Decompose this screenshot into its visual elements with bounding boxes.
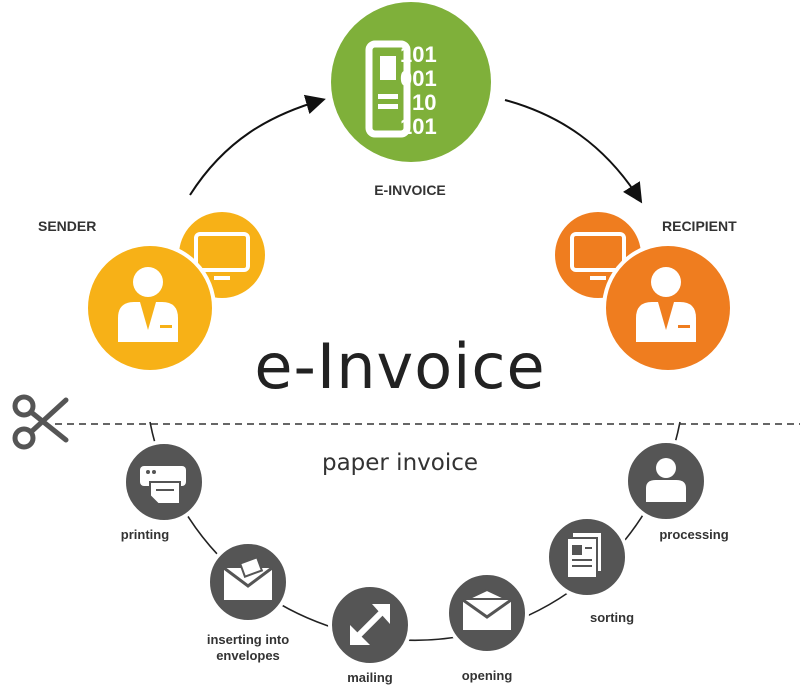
einvoice-document-icon: 101 001 10 101 <box>331 2 491 162</box>
arrow-einvoice-to-recipient <box>504 99 643 204</box>
paper-process-arc <box>149 421 681 641</box>
step-label-mailing: mailing <box>347 670 393 685</box>
printer-icon <box>122 440 206 524</box>
documents-icon <box>545 515 629 599</box>
recipient-person-icon <box>602 242 734 374</box>
sender-person-icon <box>84 242 216 374</box>
binary-line-1: 101 <box>400 42 437 67</box>
step-label-sorting: sorting <box>589 610 635 625</box>
binary-line-3: 10 <box>412 90 436 115</box>
page-title: e-Invoice <box>254 330 546 403</box>
envelope-open-icon <box>445 571 529 655</box>
binary-line-4: 101 <box>400 114 437 139</box>
binary-line-2: 001 <box>400 66 437 91</box>
einvoice-label: E-INVOICE <box>374 182 446 198</box>
step-label-printing: printing <box>120 527 170 542</box>
step-label-opening: opening <box>461 668 513 683</box>
sender-label: SENDER <box>38 218 97 234</box>
step-label-inserting: inserting into envelopes <box>206 632 290 663</box>
step-label-processing: processing <box>659 527 729 542</box>
recipient-label: RECIPIENT <box>662 218 737 234</box>
paper-invoice-label: paper invoice <box>321 450 479 476</box>
person-icon <box>624 439 708 523</box>
mailing-arrows-icon <box>328 583 412 667</box>
envelope-insert-icon <box>206 540 290 624</box>
scissors-icon <box>12 394 69 450</box>
arrow-sender-to-einvoice <box>189 94 326 196</box>
